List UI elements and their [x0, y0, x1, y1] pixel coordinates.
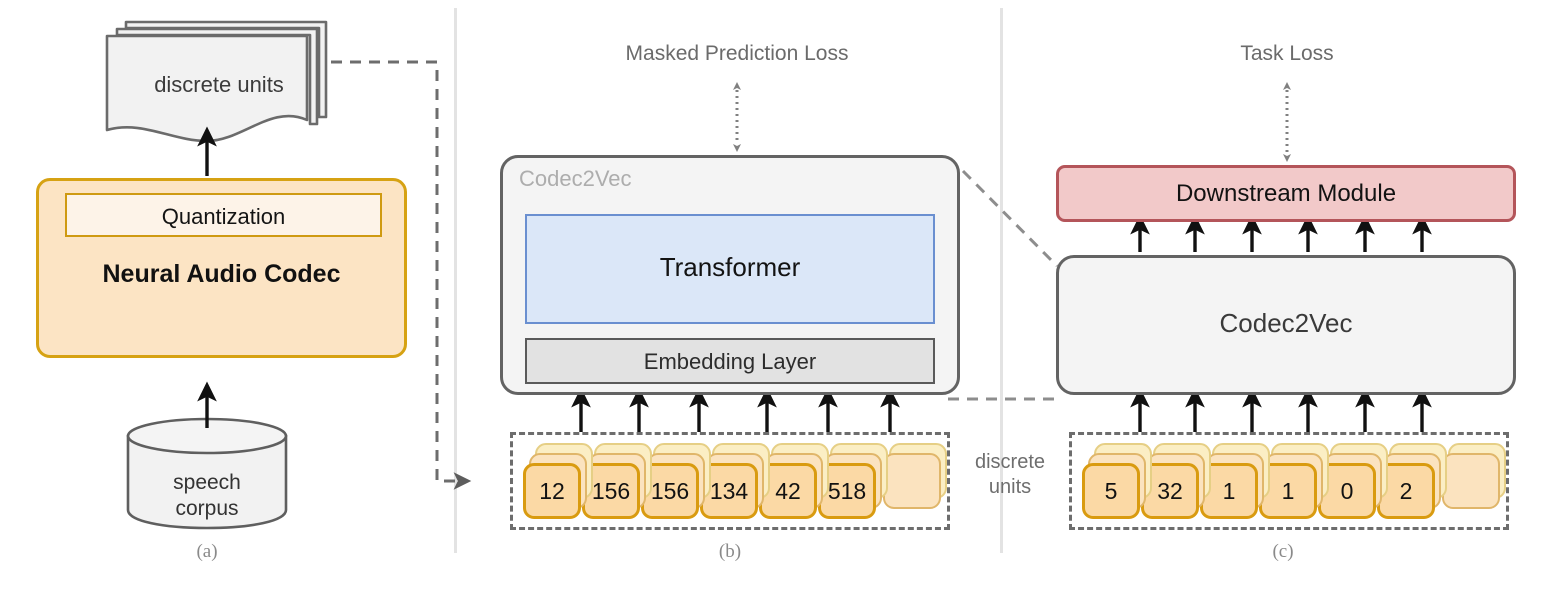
discrete-units-label: discrete units: [154, 72, 284, 97]
panel-divider-a-b: [454, 8, 457, 553]
token-group-b: 12 156 156 134 42 518: [510, 432, 950, 530]
neural-audio-codec-label: Neural Audio Codec: [102, 260, 341, 288]
quantization-box[interactable]: Quantization: [65, 193, 382, 237]
masked-prediction-loss-label: Masked Prediction Loss: [625, 42, 849, 65]
speech-corpus-node: speech corpus: [128, 436, 286, 528]
discrete-units-mid-label: discrete units: [950, 450, 1070, 500]
embedding-layer-label: Embedding Layer: [643, 349, 817, 374]
token-value: 12: [539, 478, 565, 504]
speech-corpus-line1: speech: [173, 471, 241, 494]
downstream-module-label: Downstream Module: [1175, 180, 1397, 207]
codec2vec-container-b[interactable]: Codec2Vec Transformer Embedding Layer: [500, 155, 960, 395]
transformer-label: Transformer: [659, 252, 801, 282]
token-stack-tail: [1436, 443, 1506, 509]
speech-corpus-label: speech corpus: [128, 470, 286, 522]
token-value: 1: [1222, 478, 1236, 504]
downstream-module-box[interactable]: Downstream Module: [1056, 165, 1516, 222]
discrete-unit-token[interactable]: 12: [523, 443, 593, 519]
token-value: 2: [1399, 478, 1413, 504]
token-front-layer: [1082, 463, 1140, 519]
token-value: 518: [827, 478, 867, 504]
embedding-layer-box[interactable]: Embedding Layer: [525, 338, 935, 384]
discrete-unit-token[interactable]: 1: [1200, 443, 1270, 519]
masked-prediction-loss-arrow: [733, 82, 741, 152]
transformer-box[interactable]: Transformer: [525, 214, 935, 324]
token-tail-layer-mid: [1442, 453, 1500, 509]
token-value: 156: [591, 478, 631, 504]
token-group-c: 5 32 1 1 0 2: [1069, 432, 1509, 530]
neural-audio-codec-box[interactable]: Quantization Neural Audio Codec: [36, 178, 407, 358]
discrete-unit-token[interactable]: 42: [759, 443, 829, 519]
token-front-layer: [523, 463, 581, 519]
panel-caption-c: (c): [1272, 541, 1294, 562]
token-value: 5: [1104, 478, 1118, 504]
discrete-unit-token[interactable]: 156: [582, 443, 652, 519]
codec2vec-box-c[interactable]: Codec2Vec: [1056, 255, 1516, 395]
task-loss-label: Task Loss: [1240, 42, 1334, 65]
arrows-tokens-to-embedding: [571, 387, 900, 432]
token-value: 42: [775, 478, 801, 504]
panel-caption-a: (a): [196, 541, 218, 562]
codec2vec-container-tag: Codec2Vec: [519, 166, 632, 191]
discrete-unit-token[interactable]: 1: [1259, 443, 1329, 519]
panel-divider-b-c: [1000, 8, 1003, 553]
codec2vec-label-c: Codec2Vec: [1219, 308, 1353, 338]
token-value: 0: [1340, 478, 1354, 504]
token-row-c: 5 32 1 1 0 2: [1082, 443, 1506, 519]
discrete-units-mid-line1: discrete: [974, 451, 1046, 473]
dashed-connector-b-c-diagonal: [961, 169, 1059, 268]
token-value: 1: [1281, 478, 1295, 504]
discrete-units-node: discrete units: [90, 10, 350, 150]
token-value: 32: [1157, 478, 1183, 504]
panel-caption-b: (b): [718, 541, 742, 562]
discrete-units-mid-line2: units: [988, 476, 1032, 498]
token-value: 134: [709, 478, 749, 504]
token-tail-layer-mid: [883, 453, 941, 509]
arrows-tokens-to-codec2vec: [1130, 387, 1432, 432]
task-loss-arrow: [1283, 82, 1291, 162]
discrete-unit-token[interactable]: 5: [1082, 443, 1152, 519]
speech-corpus-line2: corpus: [175, 497, 239, 520]
token-row-b: 12 156 156 134 42 518: [523, 443, 947, 519]
arrows-codec2vec-to-downstream: [1130, 214, 1432, 252]
token-value: 156: [650, 478, 690, 504]
quantization-label: Quantization: [161, 204, 286, 229]
